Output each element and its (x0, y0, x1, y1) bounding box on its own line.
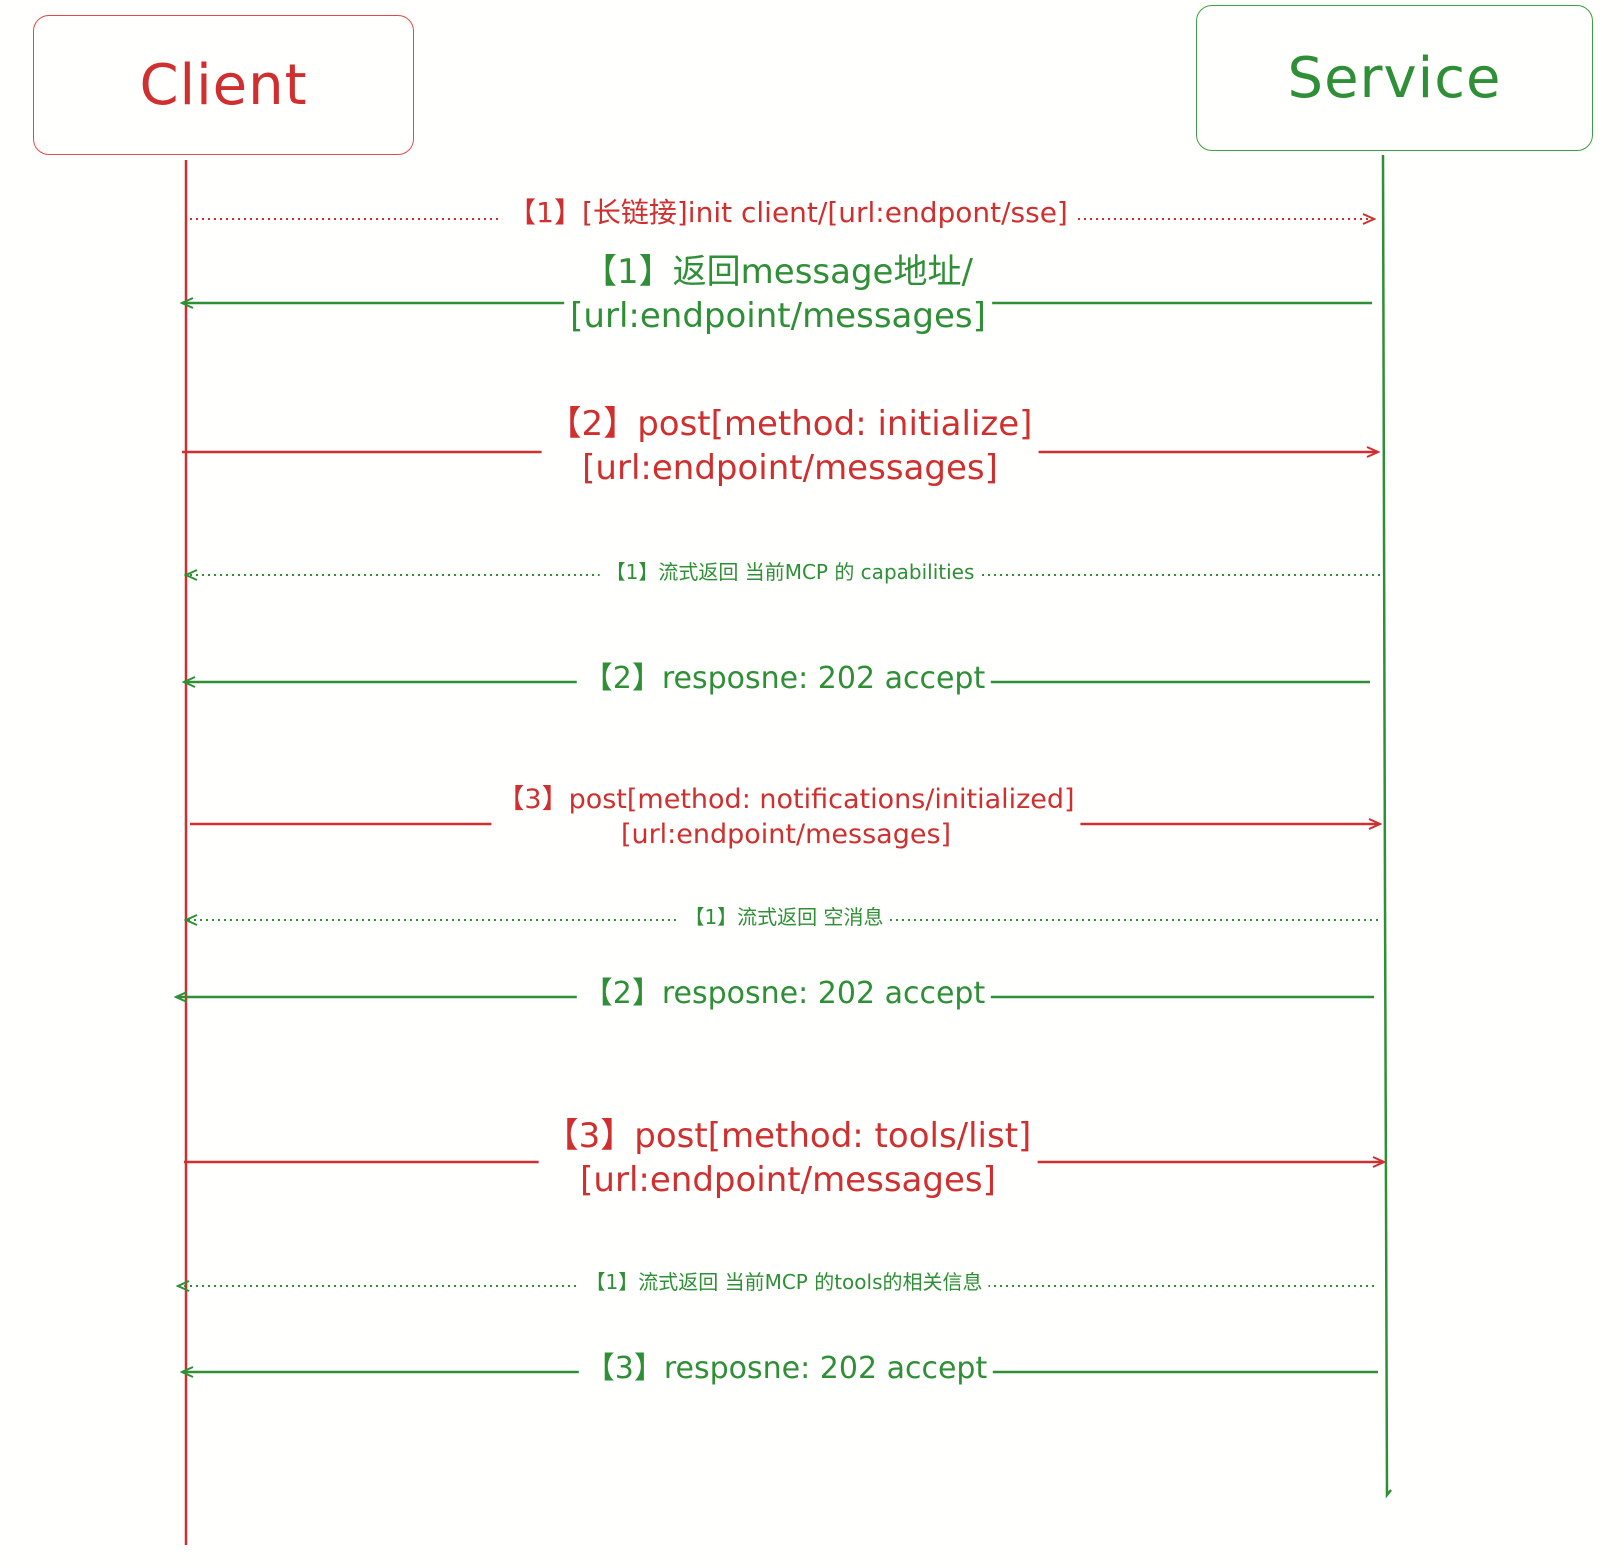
client-actor-box: Client (33, 15, 414, 155)
message-label-line: 【1】流式返回 当前MCP 的 capabilities (605, 560, 975, 584)
message-label-m11: 【3】resposne: 202 accept (578, 1350, 994, 1389)
message-label-m2: 【1】返回message地址/[url:endpoint/messages] (564, 251, 992, 339)
message-label-line: 【1】返回message地址/ (583, 252, 973, 292)
message-label-line: 【3】post[method: tools/list] (544, 1116, 1032, 1156)
message-label-line: [url:endpoint/messages] (570, 295, 986, 336)
message-label-m6: 【3】post[method: notifications/initialize… (491, 783, 1081, 853)
message-label-m10: 【1】流式返回 当前MCP 的tools的相关信息 (579, 1270, 989, 1296)
message-label-line: 【2】resposne: 202 accept (582, 661, 986, 696)
message-label-line: [url:endpoint/messages] (582, 447, 998, 488)
service-lifeline (1381, 154, 1392, 1499)
client-actor-label: Client (139, 52, 308, 118)
message-label-line: 【2】resposne: 202 accept (582, 976, 986, 1011)
service-actor-box: Service (1196, 5, 1593, 151)
message-label-m7: 【1】流式返回 空消息 (678, 905, 890, 931)
message-label-line: 【1】[长链接]init client/[url:endpont/sse] (508, 196, 1068, 229)
message-label-m9: 【3】post[method: tools/list][url:endpoint… (538, 1115, 1038, 1203)
message-label-line: 【2】post[method: initialize] (547, 404, 1033, 444)
message-label-line: [url:endpoint/messages] (580, 1159, 996, 1200)
message-label-line: 【1】流式返回 空消息 (684, 905, 884, 929)
message-label-line: 【1】流式返回 当前MCP 的tools的相关信息 (585, 1270, 983, 1294)
service-actor-label: Service (1287, 45, 1502, 111)
message-label-line: 【3】post[method: notifications/initialize… (497, 784, 1075, 815)
message-label-m5: 【2】resposne: 202 accept (576, 660, 992, 699)
message-label-m1: 【1】[长链接]init client/[url:endpont/sse] (502, 195, 1074, 231)
message-label-m8: 【2】resposne: 202 accept (576, 975, 992, 1014)
message-label-m3: 【2】post[method: initialize][url:endpoint… (541, 403, 1039, 491)
message-label-line: 【3】resposne: 202 accept (584, 1351, 988, 1386)
message-label-line: [url:endpoint/messages] (620, 818, 952, 850)
message-label-m4: 【1】流式返回 当前MCP 的 capabilities (599, 560, 981, 586)
